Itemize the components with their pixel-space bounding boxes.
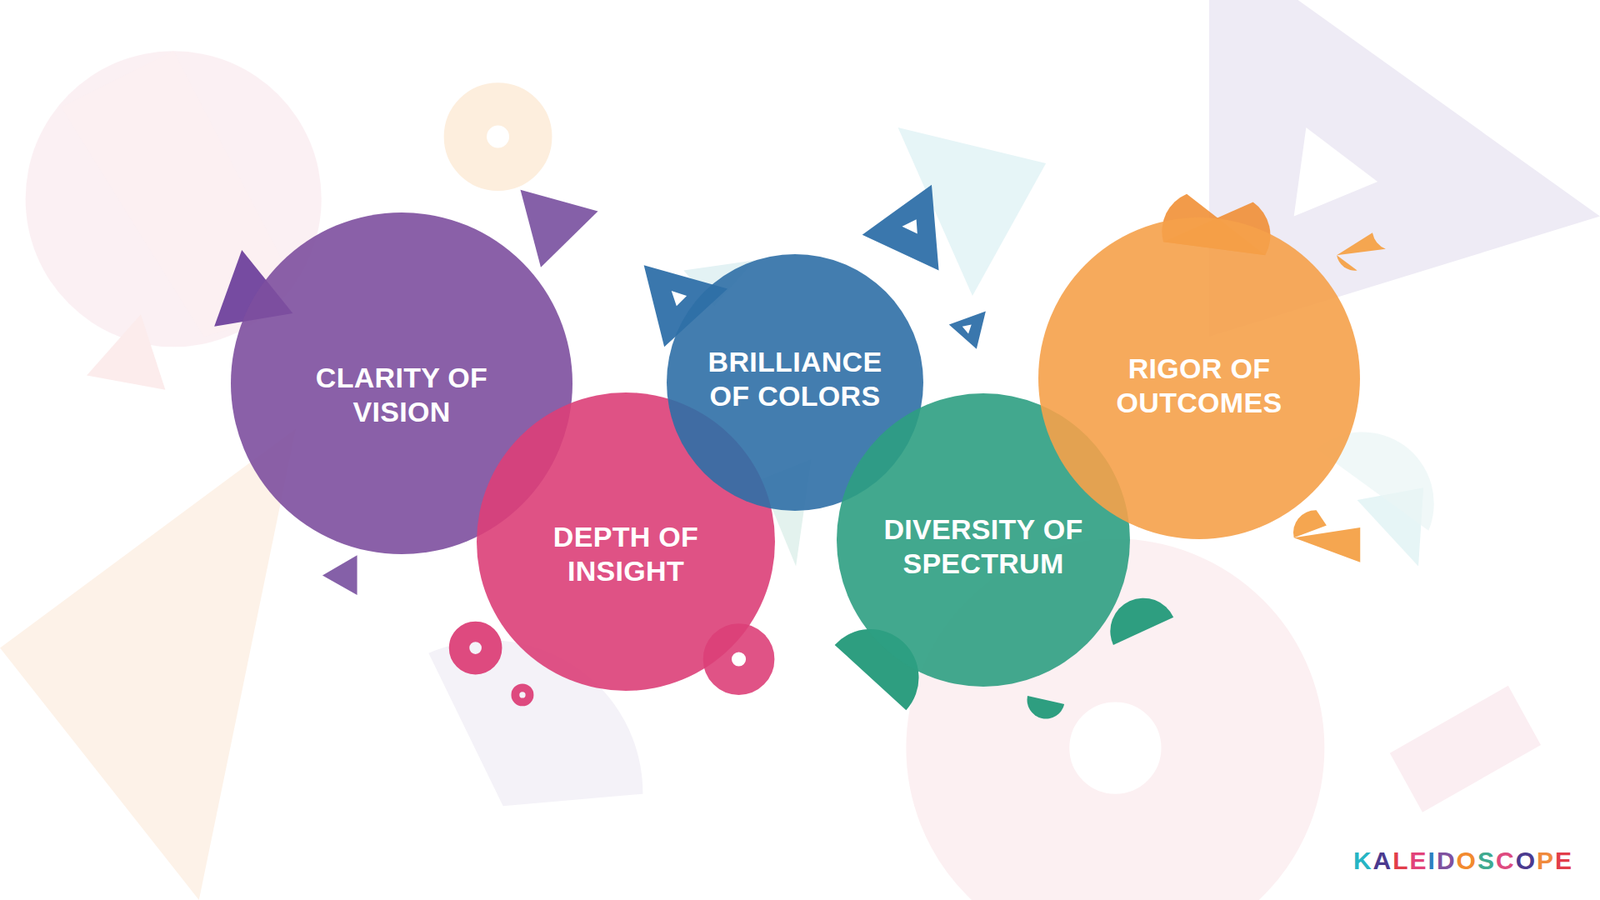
faint-triangle — [86, 314, 165, 390]
concept-label: DEPTH OF INSIGHT — [528, 520, 725, 590]
accent-ring — [515, 687, 530, 702]
concept-label: RIGOR OF OUTCOMES — [1092, 351, 1306, 421]
faint-rectangle — [1390, 685, 1541, 813]
text-holder: DIVERSITY OF SPECTRUM — [861, 512, 1105, 582]
accent-triangle-outline — [949, 310, 986, 349]
text-holder: BRILLIANCE OF COLORS — [685, 345, 905, 415]
text-holder: RIGOR OF OUTCOMES — [1092, 351, 1306, 421]
accent-ring — [459, 631, 492, 665]
concept-circle: RIGOR OF OUTCOMES — [1038, 217, 1360, 540]
accent-sector — [1293, 510, 1327, 538]
faint-ring — [465, 104, 530, 170]
text-holder: DEPTH OF INSIGHT — [528, 520, 725, 590]
concept-label: DIVERSITY OF SPECTRUM — [861, 512, 1105, 582]
text-holder: CLARITY OF VISION — [297, 360, 506, 430]
brand-logo: KALEIDOSCOPE — [1353, 846, 1574, 875]
accent-triangle — [520, 190, 598, 268]
accent-triangle-outline — [862, 185, 940, 271]
faint-triangle — [0, 428, 296, 900]
concept-label: CLARITY OF VISION — [297, 360, 506, 430]
accent-sector — [1336, 255, 1357, 271]
circle-fill — [1038, 217, 1360, 540]
concept-label: BRILLIANCE OF COLORS — [685, 345, 905, 415]
accent-sector — [1110, 598, 1174, 645]
accent-triangle — [322, 555, 358, 595]
accent-sector — [1027, 695, 1065, 719]
accent-sector — [1336, 232, 1386, 255]
faint-triangle-hole — [1294, 127, 1378, 217]
